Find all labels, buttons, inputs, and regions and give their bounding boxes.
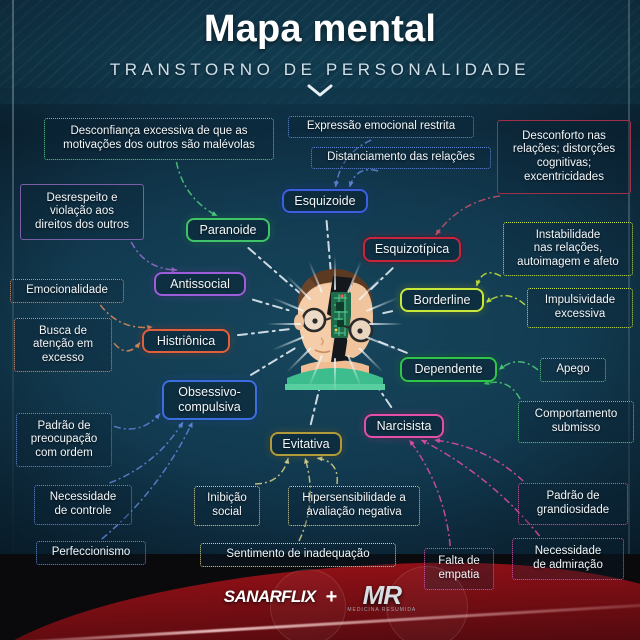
node-desconforto[interactable]: Desconforto nas relações; distorções cog… [497, 120, 631, 194]
node-label: Desconfiança excessiva de que as motivaç… [63, 125, 255, 151]
node-label: Perfeccionismo [51, 546, 131, 559]
node-apego[interactable]: Apego [540, 358, 606, 382]
node-label: Hipersensibilidade a avaliação negativa [302, 492, 406, 518]
left-edge-line [12, 0, 14, 580]
node-label: Apego [556, 363, 590, 376]
node-obsessivo[interactable]: Obsessivo- compulsiva [162, 380, 257, 420]
node-perfeccionismo[interactable]: Perfeccionismo [36, 541, 146, 565]
node-label: Esquizotípica [374, 242, 450, 257]
node-padrao-preocupacao[interactable]: Padrão de preocupação com ordem [16, 413, 112, 467]
node-label: Necessidade de admiração [533, 545, 603, 571]
node-paranoide[interactable]: Paranoide [186, 218, 270, 242]
ray [369, 323, 403, 325]
node-label: Dependente [414, 362, 483, 377]
node-borderline[interactable]: Borderline [400, 288, 484, 312]
node-label: Narcisista [376, 418, 432, 433]
page-subtitle: TRANSTORNO DE PERSONALIDADE [109, 60, 531, 79]
node-label: Antissocial [170, 276, 230, 291]
node-padrao-grandiosidade[interactable]: Padrão de grandiosidade [518, 483, 628, 525]
right-edge-line [628, 0, 630, 640]
node-label: Evitativa [282, 436, 330, 451]
node-label: Borderline [413, 292, 471, 307]
node-label: Desrespeito e violação aos direitos dos … [35, 191, 129, 231]
node-narcisista[interactable]: Narcisista [364, 414, 444, 438]
node-label: Emocionalidade [26, 284, 108, 297]
node-label: Esquizoide [294, 193, 356, 208]
node-emocionalidade[interactable]: Emocionalidade [10, 279, 124, 303]
node-label: Obsessivo- compulsiva [178, 385, 241, 414]
node-inibicao-social[interactable]: Inibição social [194, 486, 260, 526]
ray [334, 256, 336, 290]
chevron-down-icon [307, 84, 333, 97]
node-esquizotipica[interactable]: Esquizotípica [363, 237, 461, 262]
node-sentimento-inadequacao[interactable]: Sentimento de inadequação [200, 543, 396, 567]
node-desrespeito[interactable]: Desrespeito e violação aos direitos dos … [20, 184, 144, 240]
page-title: Mapa mental [203, 8, 437, 50]
node-label: Necessidade de controle [49, 491, 117, 517]
node-label: Instabilidade nas relações, autoimagem e… [517, 228, 619, 268]
node-label: Histriônica [156, 333, 216, 348]
node-hipersensibilidade[interactable]: Hipersensibilidade a avaliação negativa [288, 486, 420, 526]
brand-mr-subtitle: MEDICINA RESUMIDA [347, 606, 417, 613]
node-label: Sentimento de inadequação [226, 548, 370, 561]
node-expressao-emocional[interactable]: Expressão emocional restrita [288, 116, 474, 138]
node-antissocial[interactable]: Antissocial [154, 272, 246, 296]
node-busca-atencao[interactable]: Busca de atenção em excesso [14, 318, 112, 372]
node-label: Busca de atenção em excesso [32, 324, 94, 364]
header-stripe-texture [0, 0, 640, 104]
node-label: Expressão emocional restrita [306, 120, 456, 133]
node-label: Inibição social [207, 492, 247, 518]
node-distanciamento[interactable]: Distanciamento das relações [311, 147, 491, 169]
node-desconfianca[interactable]: Desconfiança excessiva de que as motivaç… [44, 118, 274, 160]
footer-logos: SANARFLIX + MR MEDICINA RESUMIDA [0, 565, 640, 640]
node-label: Paranoide [199, 222, 257, 237]
node-label: Desconforto nas relações; distorções cog… [512, 129, 616, 183]
node-necessidade-admiracao[interactable]: Necessidade de admiração [512, 538, 624, 580]
node-instabilidade[interactable]: Instabilidade nas relações, autoimagem e… [503, 222, 633, 276]
node-esquizoide[interactable]: Esquizoide [282, 189, 368, 213]
node-label: Distanciamento das relações [327, 151, 475, 164]
node-dependente[interactable]: Dependente [400, 357, 497, 382]
node-impulsividade[interactable]: Impulsividade excessiva [527, 288, 633, 328]
ray [267, 323, 301, 325]
node-label: Padrão de grandiosidade [536, 490, 610, 516]
ray [334, 358, 336, 392]
node-label: Padrão de preocupação com ordem [30, 419, 98, 459]
node-comportamento-submisso[interactable]: Comportamento submisso [518, 401, 634, 443]
node-histrionica[interactable]: Histriônica [142, 329, 230, 353]
central-head-illustration [267, 256, 403, 392]
node-label: Impulsividade excessiva [544, 294, 616, 320]
node-necessidade-controle[interactable]: Necessidade de controle [34, 485, 132, 525]
node-evitativa[interactable]: Evitativa [270, 432, 342, 456]
node-label: Comportamento submisso [534, 408, 618, 434]
